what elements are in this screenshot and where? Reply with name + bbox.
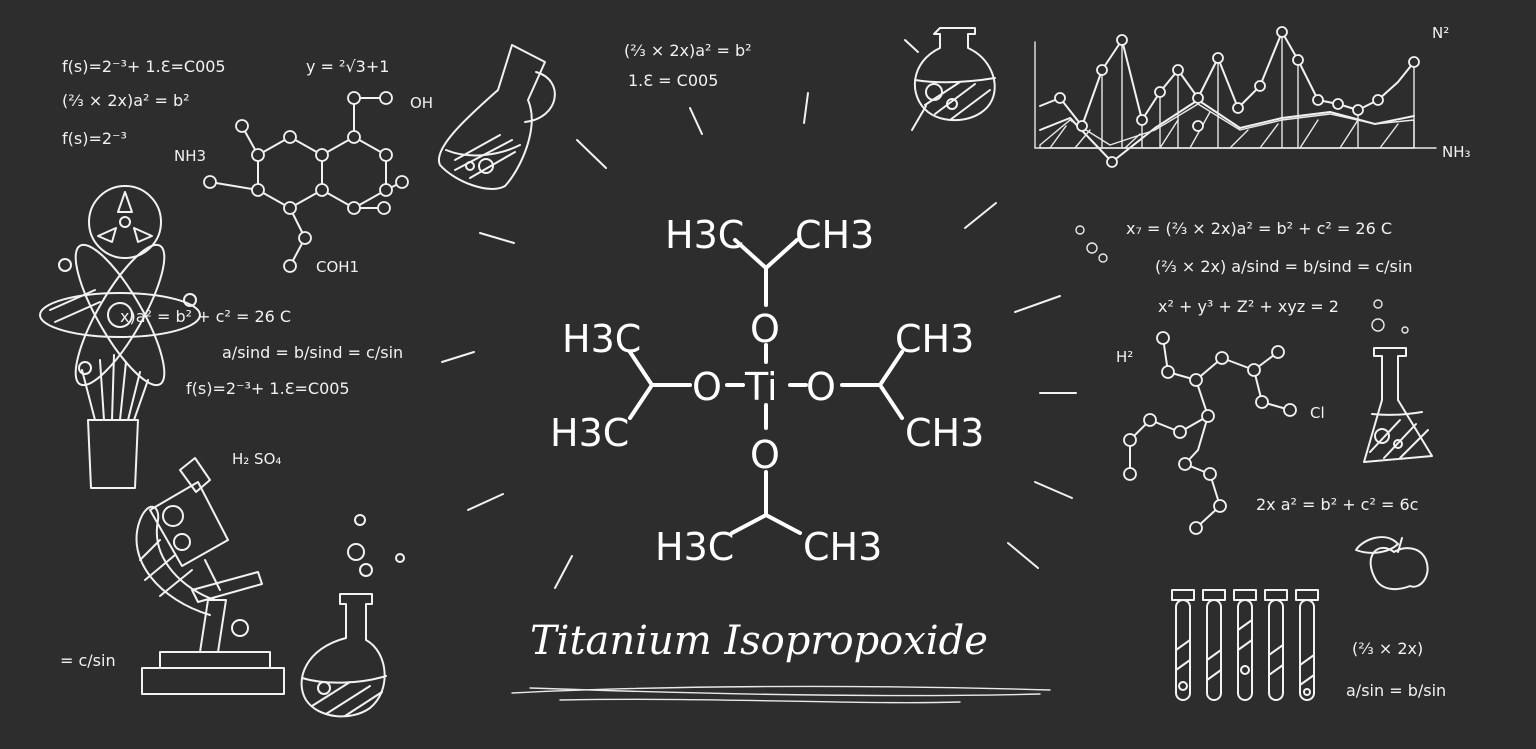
round-bottom-flask-icon (300, 514, 405, 718)
hexagon-molecule-icon (203, 91, 409, 273)
bond-left-upper (628, 350, 654, 387)
title: Titanium Isopropoxide (530, 618, 988, 664)
atom-oxygen-top: O (750, 307, 780, 351)
bond-right-upper (878, 350, 904, 387)
radiating-dashes (441, 92, 1077, 589)
formula-f8: a/sind = b/sind = c/sin (222, 343, 403, 362)
label-nh3-left: NH3 (174, 147, 206, 165)
atom-oxygen-left: O (692, 365, 722, 409)
atom-left-upper: H3C (562, 317, 641, 361)
bond-right-lower (878, 383, 904, 420)
microscope-icon (135, 457, 285, 695)
formula-f5: (⅔ × 2x)a² = b² (624, 41, 752, 60)
atom-icon (39, 243, 201, 387)
atom-right-upper: CH3 (895, 317, 974, 361)
radiation-icon (88, 185, 162, 259)
formula-f16: a/sin = b/sin (1346, 681, 1446, 700)
formula-f10: = c/sin (60, 651, 116, 670)
label-coh1: COH1 (316, 258, 359, 276)
formula-f11: x₇ = (⅔ × 2x)a² = b² + c² = 26 C (1126, 219, 1392, 238)
bond-left-lower (628, 383, 654, 420)
title-underline (511, 685, 1051, 704)
line-chart-icon (1034, 26, 1437, 168)
atom-left-lower: H3C (550, 411, 629, 455)
branched-molecule-icon (1123, 331, 1297, 535)
label-h2so4: H₂ SO₄ (232, 450, 281, 468)
molecule-structure: H3C CH3 O Ti O O O H3C H3C CH3 CH3 H3C C… (550, 213, 984, 569)
atom-top-right: CH3 (795, 213, 874, 257)
formula-f4: f(s)=2⁻³ (62, 129, 127, 148)
bond-bottom-left (730, 513, 768, 535)
atom-oxygen-bottom: O (750, 433, 780, 477)
atom-bottom-right: CH3 (803, 525, 882, 569)
bond-top-left (733, 238, 768, 270)
apple-icon (1355, 536, 1429, 591)
atom-top-left: H3C (665, 213, 744, 257)
formula-f9: f(s)=2⁻³+ 1.Ɛ=C005 (186, 379, 350, 398)
formula-f1: f(s)=2⁻³+ 1.Ɛ=C005 (62, 57, 226, 76)
atom-titanium: Ti (744, 365, 778, 409)
formula-f15: (⅔ × 2x) (1352, 639, 1423, 658)
label-nh3-chart: NH₃ (1442, 143, 1471, 161)
tilted-flask-icon (437, 44, 556, 190)
formula-f6: 1.Ɛ = C005 (628, 71, 718, 90)
atom-oxygen-right: O (806, 365, 836, 409)
round-flask-icon (904, 27, 996, 122)
label-h2: H² (1116, 348, 1133, 366)
bubbles-icon (1075, 225, 1409, 334)
label-n2: N² (1432, 24, 1449, 42)
formula-f13: x² + y³ + Z² + xyz = 2 (1158, 297, 1339, 316)
label-oh: OH (410, 94, 433, 112)
pencil-cup-icon (81, 354, 149, 489)
formula-f3: (⅔ × 2x)a² = b² (62, 91, 190, 110)
bond-bottom-right (764, 513, 802, 535)
bond-top-right (764, 238, 799, 270)
label-cl: Cl (1310, 404, 1325, 422)
formula-f2: y = ²√3+1 (306, 57, 389, 76)
erlenmeyer-flask-icon (1363, 347, 1433, 463)
formula-f7: x)a² = b² + c² = 26 C (120, 307, 291, 326)
atom-right-lower: CH3 (905, 411, 984, 455)
formula-f14: 2x a² = b² + c² = 6c (1256, 495, 1418, 514)
formula-f12: (⅔ × 2x) a/sind = b/sind = c/sin (1155, 257, 1412, 276)
test-tubes-icon (1171, 589, 1319, 701)
atom-bottom-left: H3C (655, 525, 734, 569)
